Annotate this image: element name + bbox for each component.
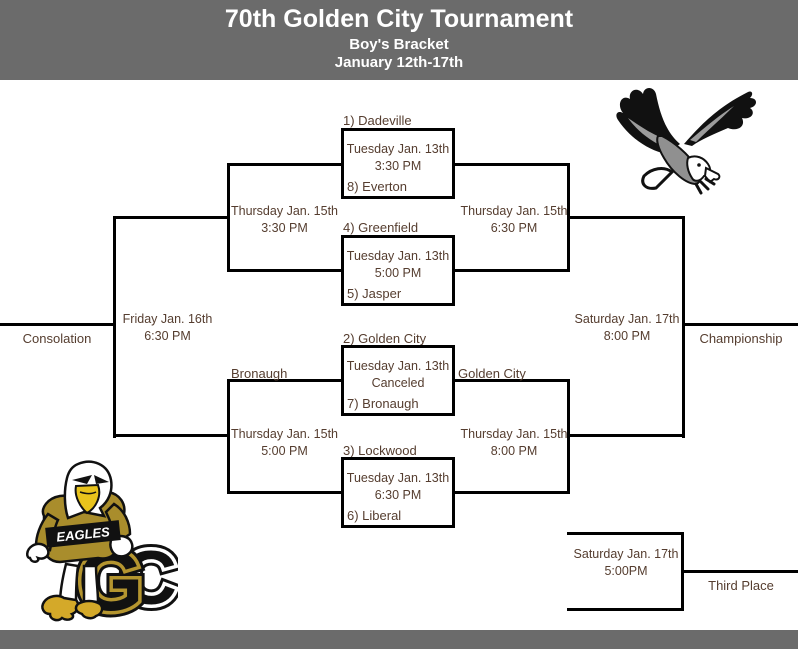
consolation-semi-bottom-time: 5:00 PM	[261, 444, 308, 458]
consolation-final-time: 6:30 PM	[144, 329, 191, 343]
connector-thirdplace-top	[567, 532, 684, 535]
eagle-logo-icon	[616, 88, 756, 195]
championship-semi-top-date: Thursday Jan. 15th	[460, 204, 568, 218]
connector-thirdplace-bottom	[567, 608, 684, 611]
thirdplace-schedule: Saturday Jan. 17th 5:00PM	[570, 546, 682, 580]
eagle-mascot-logo: C C C G G G EAGLES	[26, 460, 178, 624]
connector-game2-right-stub	[453, 269, 570, 272]
connector-championship-final-vertical	[682, 216, 685, 438]
connector-consolation-final-out	[0, 323, 116, 326]
game4-schedule-date: Tuesday Jan. 13th	[346, 471, 450, 485]
championship-final-schedule: Saturday Jan. 17th 8:00 PM	[570, 311, 684, 345]
game2-schedule-date: Tuesday Jan. 13th	[346, 249, 450, 263]
connector-championship-final-out	[682, 323, 798, 326]
connector-game3-left-stub	[227, 379, 341, 382]
bracket-subtitle: Boy's Bracket	[349, 36, 449, 53]
game3-top-seed: 2) Golden City	[343, 331, 427, 346]
footer-bar	[0, 630, 798, 649]
connector-game2-left-stub	[227, 269, 341, 272]
championship-final-date: Saturday Jan. 17th	[574, 312, 680, 326]
championship-semi-bottom-time: 8:00 PM	[490, 444, 538, 458]
game1-schedule: Tuesday Jan. 13th 3:30 PM	[344, 131, 452, 175]
game1-box: Tuesday Jan. 13th 3:30 PM 8) Everton	[341, 128, 455, 199]
consolation-final-schedule: Friday Jan. 16th 6:30 PM	[115, 311, 220, 345]
connector-game3-right-stub	[453, 379, 570, 382]
thirdplace-label: Third Place	[708, 578, 774, 593]
connector-game1-left-stub	[227, 163, 341, 166]
game4-top-seed: 3) Lockwood	[343, 443, 417, 458]
connector-game4-left-stub	[227, 491, 341, 494]
game1-schedule-date: Tuesday Jan. 13th	[346, 142, 450, 156]
game4-bottom-seed: 6) Liberal	[347, 508, 402, 523]
game4-schedule: Tuesday Jan. 13th 6:30 PM	[344, 460, 452, 504]
connector-consolation-semi-bottom-out	[113, 434, 230, 437]
championship-label: Championship	[699, 331, 783, 346]
game4-box: Tuesday Jan. 13th 6:30 PM 6) Liberal	[341, 457, 455, 528]
championship-semi-top-time: 6:30 PM	[490, 221, 538, 235]
game4-schedule-time: 6:30 PM	[374, 488, 422, 502]
game3-schedule-status: Canceled	[371, 376, 425, 390]
consolation-advancing-team: Bronaugh	[231, 366, 288, 381]
game2-box: Tuesday Jan. 13th 5:00 PM 5) Jasper	[341, 235, 455, 306]
game3-schedule: Tuesday Jan. 13th Canceled	[344, 348, 452, 392]
game3-schedule-date: Tuesday Jan. 13th	[346, 359, 450, 373]
game3-bottom-seed: 7) Bronaugh	[347, 396, 419, 411]
game2-schedule: Tuesday Jan. 13th 5:00 PM	[344, 238, 452, 282]
championship-final-time: 8:00 PM	[603, 329, 651, 343]
connector-thirdplace-out	[681, 570, 798, 573]
consolation-semi-bottom-date: Thursday Jan. 15th	[230, 427, 338, 441]
championship-semi-top-schedule: Thursday Jan. 15th 6:30 PM	[457, 203, 571, 237]
consolation-semi-top-time: 3:30 PM	[261, 221, 308, 235]
game3-box: Tuesday Jan. 13th Canceled 7) Bronaugh	[341, 345, 455, 416]
jersey-band	[45, 520, 121, 548]
consolation-label: Consolation	[22, 331, 92, 346]
header-banner: 70th Golden City Tournament Boy's Bracke…	[0, 0, 798, 80]
game2-top-seed: 4) Greenfield	[343, 220, 419, 235]
game2-bottom-seed: 5) Jasper	[347, 286, 402, 301]
tournament-dates: January 12th-17th	[334, 54, 464, 71]
connector-consolation-final-vertical	[113, 216, 116, 438]
game1-bottom-seed: 8) Everton	[347, 179, 407, 194]
connector-game1-right-stub	[453, 163, 570, 166]
consolation-semi-top-schedule: Thursday Jan. 15th 3:30 PM	[228, 203, 341, 237]
connector-consolation-semi-top-out	[113, 216, 230, 219]
connector-championship-semi-bottom-out	[567, 434, 685, 437]
championship-advancing-team: Golden City	[458, 366, 526, 381]
consolation-final-date: Friday Jan. 16th	[122, 312, 213, 326]
consolation-semi-top-date: Thursday Jan. 15th	[230, 204, 338, 218]
jersey-text: EAGLES	[56, 524, 111, 545]
thirdplace-date: Saturday Jan. 17th	[573, 547, 679, 561]
championship-semi-bottom-date: Thursday Jan. 15th	[460, 427, 568, 441]
connector-game4-right-stub	[453, 491, 570, 494]
game1-schedule-time: 3:30 PM	[374, 159, 422, 173]
championship-semi-bottom-schedule: Thursday Jan. 15th 8:00 PM	[457, 426, 571, 460]
consolation-semi-bottom-schedule: Thursday Jan. 15th 5:00 PM	[228, 426, 341, 460]
game1-top-seed: 1) Dadeville	[343, 113, 412, 128]
game2-schedule-time: 5:00 PM	[374, 266, 422, 280]
thirdplace-time: 5:00PM	[604, 564, 648, 578]
connector-championship-semi-top-out	[567, 216, 685, 219]
page-title: 70th Golden City Tournament	[224, 5, 574, 33]
